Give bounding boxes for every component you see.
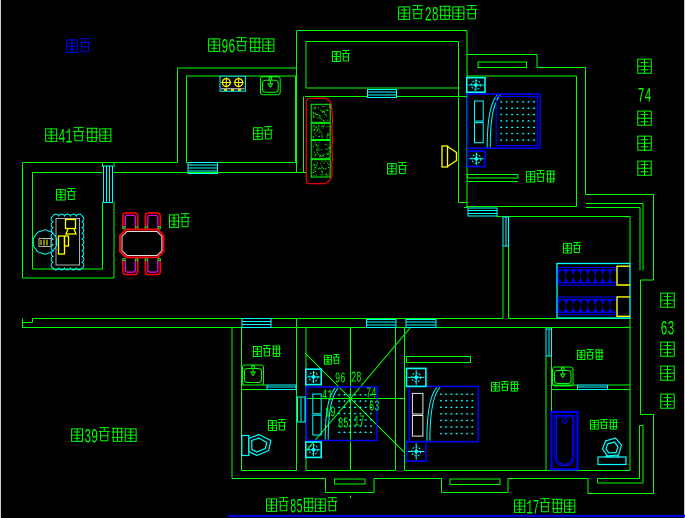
svg-text:74: 74 bbox=[366, 386, 376, 403]
svg-text:96: 96 bbox=[221, 35, 235, 58]
svg-text:63: 63 bbox=[661, 318, 675, 341]
svg-text:39: 39 bbox=[84, 425, 98, 448]
svg-text:28: 28 bbox=[351, 370, 361, 387]
svg-text:17: 17 bbox=[354, 414, 364, 431]
svg-text:41: 41 bbox=[322, 388, 332, 405]
svg-text:17: 17 bbox=[526, 497, 539, 518]
svg-text:63: 63 bbox=[369, 399, 379, 416]
svg-text:85: 85 bbox=[290, 496, 303, 518]
svg-text:74: 74 bbox=[638, 85, 652, 108]
svg-text:19: 19 bbox=[325, 405, 335, 422]
svg-text:96: 96 bbox=[335, 371, 345, 388]
svg-text:28: 28 bbox=[425, 3, 439, 26]
svg-text:85: 85 bbox=[338, 416, 348, 433]
svg-text:41: 41 bbox=[58, 125, 72, 148]
